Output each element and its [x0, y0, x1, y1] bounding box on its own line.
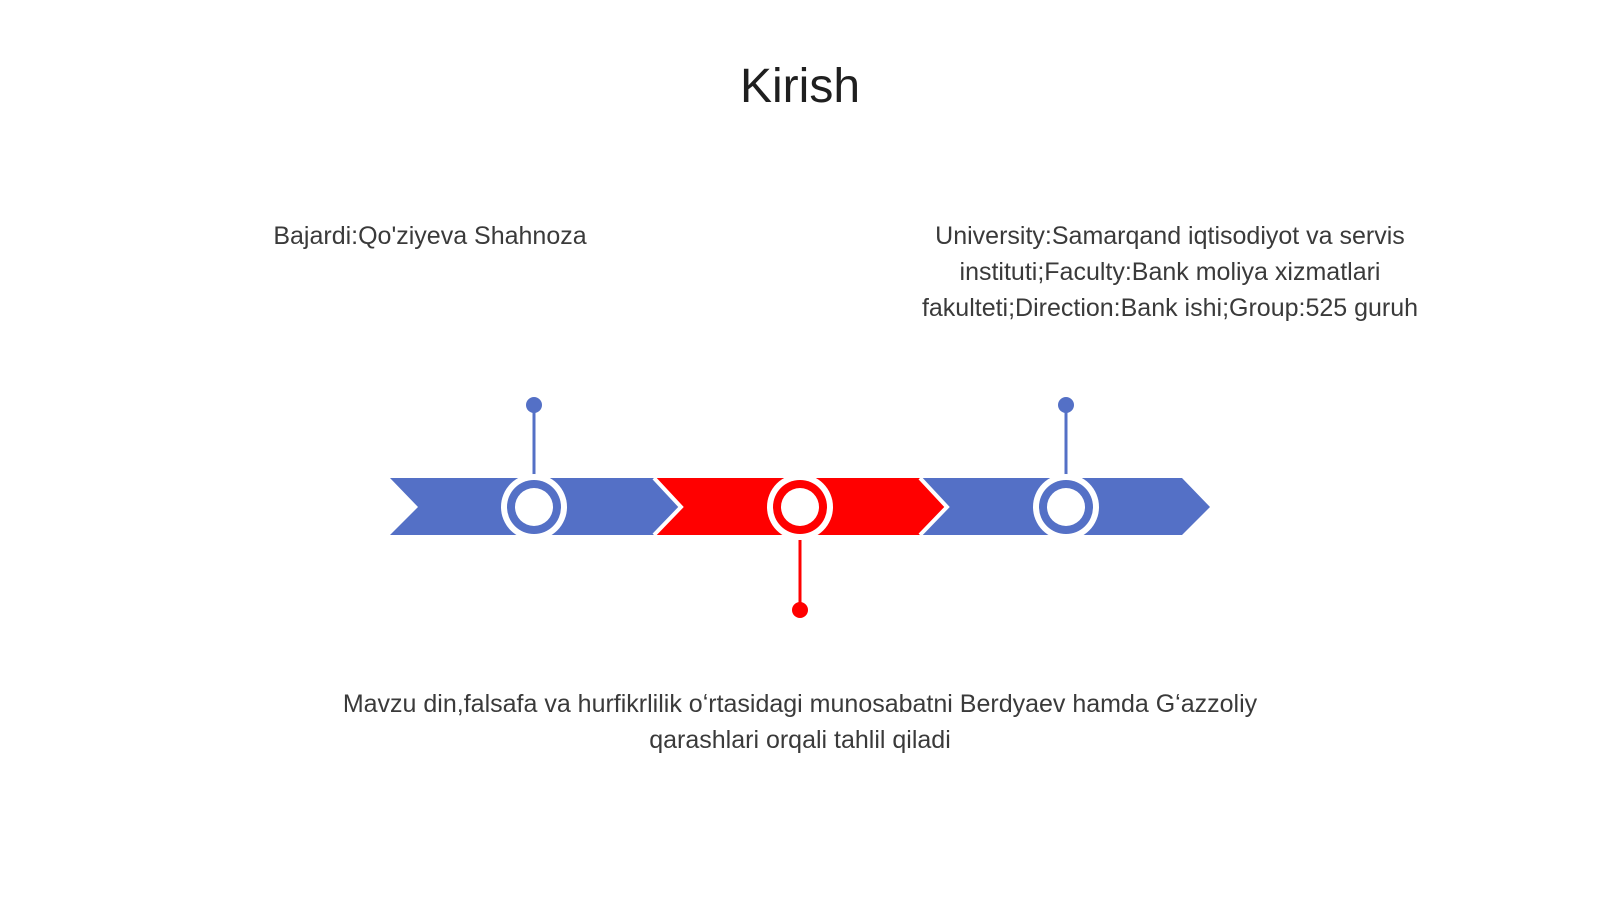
milestone-dot-topic — [792, 602, 808, 618]
milestone-label-topic: Mavzu din,falsafa va hurfikrlilik oʻrtas… — [342, 690, 1258, 754]
timeline-separator-2 — [918, 476, 950, 537]
milestone-label-author: Bajardi:Qo'ziyeva Shahnoza — [273, 222, 587, 250]
milestone-ring-center-author — [515, 488, 553, 526]
milestone-dot-institution — [1058, 397, 1074, 413]
milestone-dot-author — [526, 397, 542, 413]
milestone-ring-center-topic — [781, 488, 819, 526]
milestone-label-institution: University:Samarqand iqtisodiyot va serv… — [921, 222, 1419, 322]
slide-title: Kirish — [739, 60, 861, 113]
timeline-separator-1 — [652, 476, 684, 537]
milestone-ring-center-institution — [1047, 488, 1085, 526]
